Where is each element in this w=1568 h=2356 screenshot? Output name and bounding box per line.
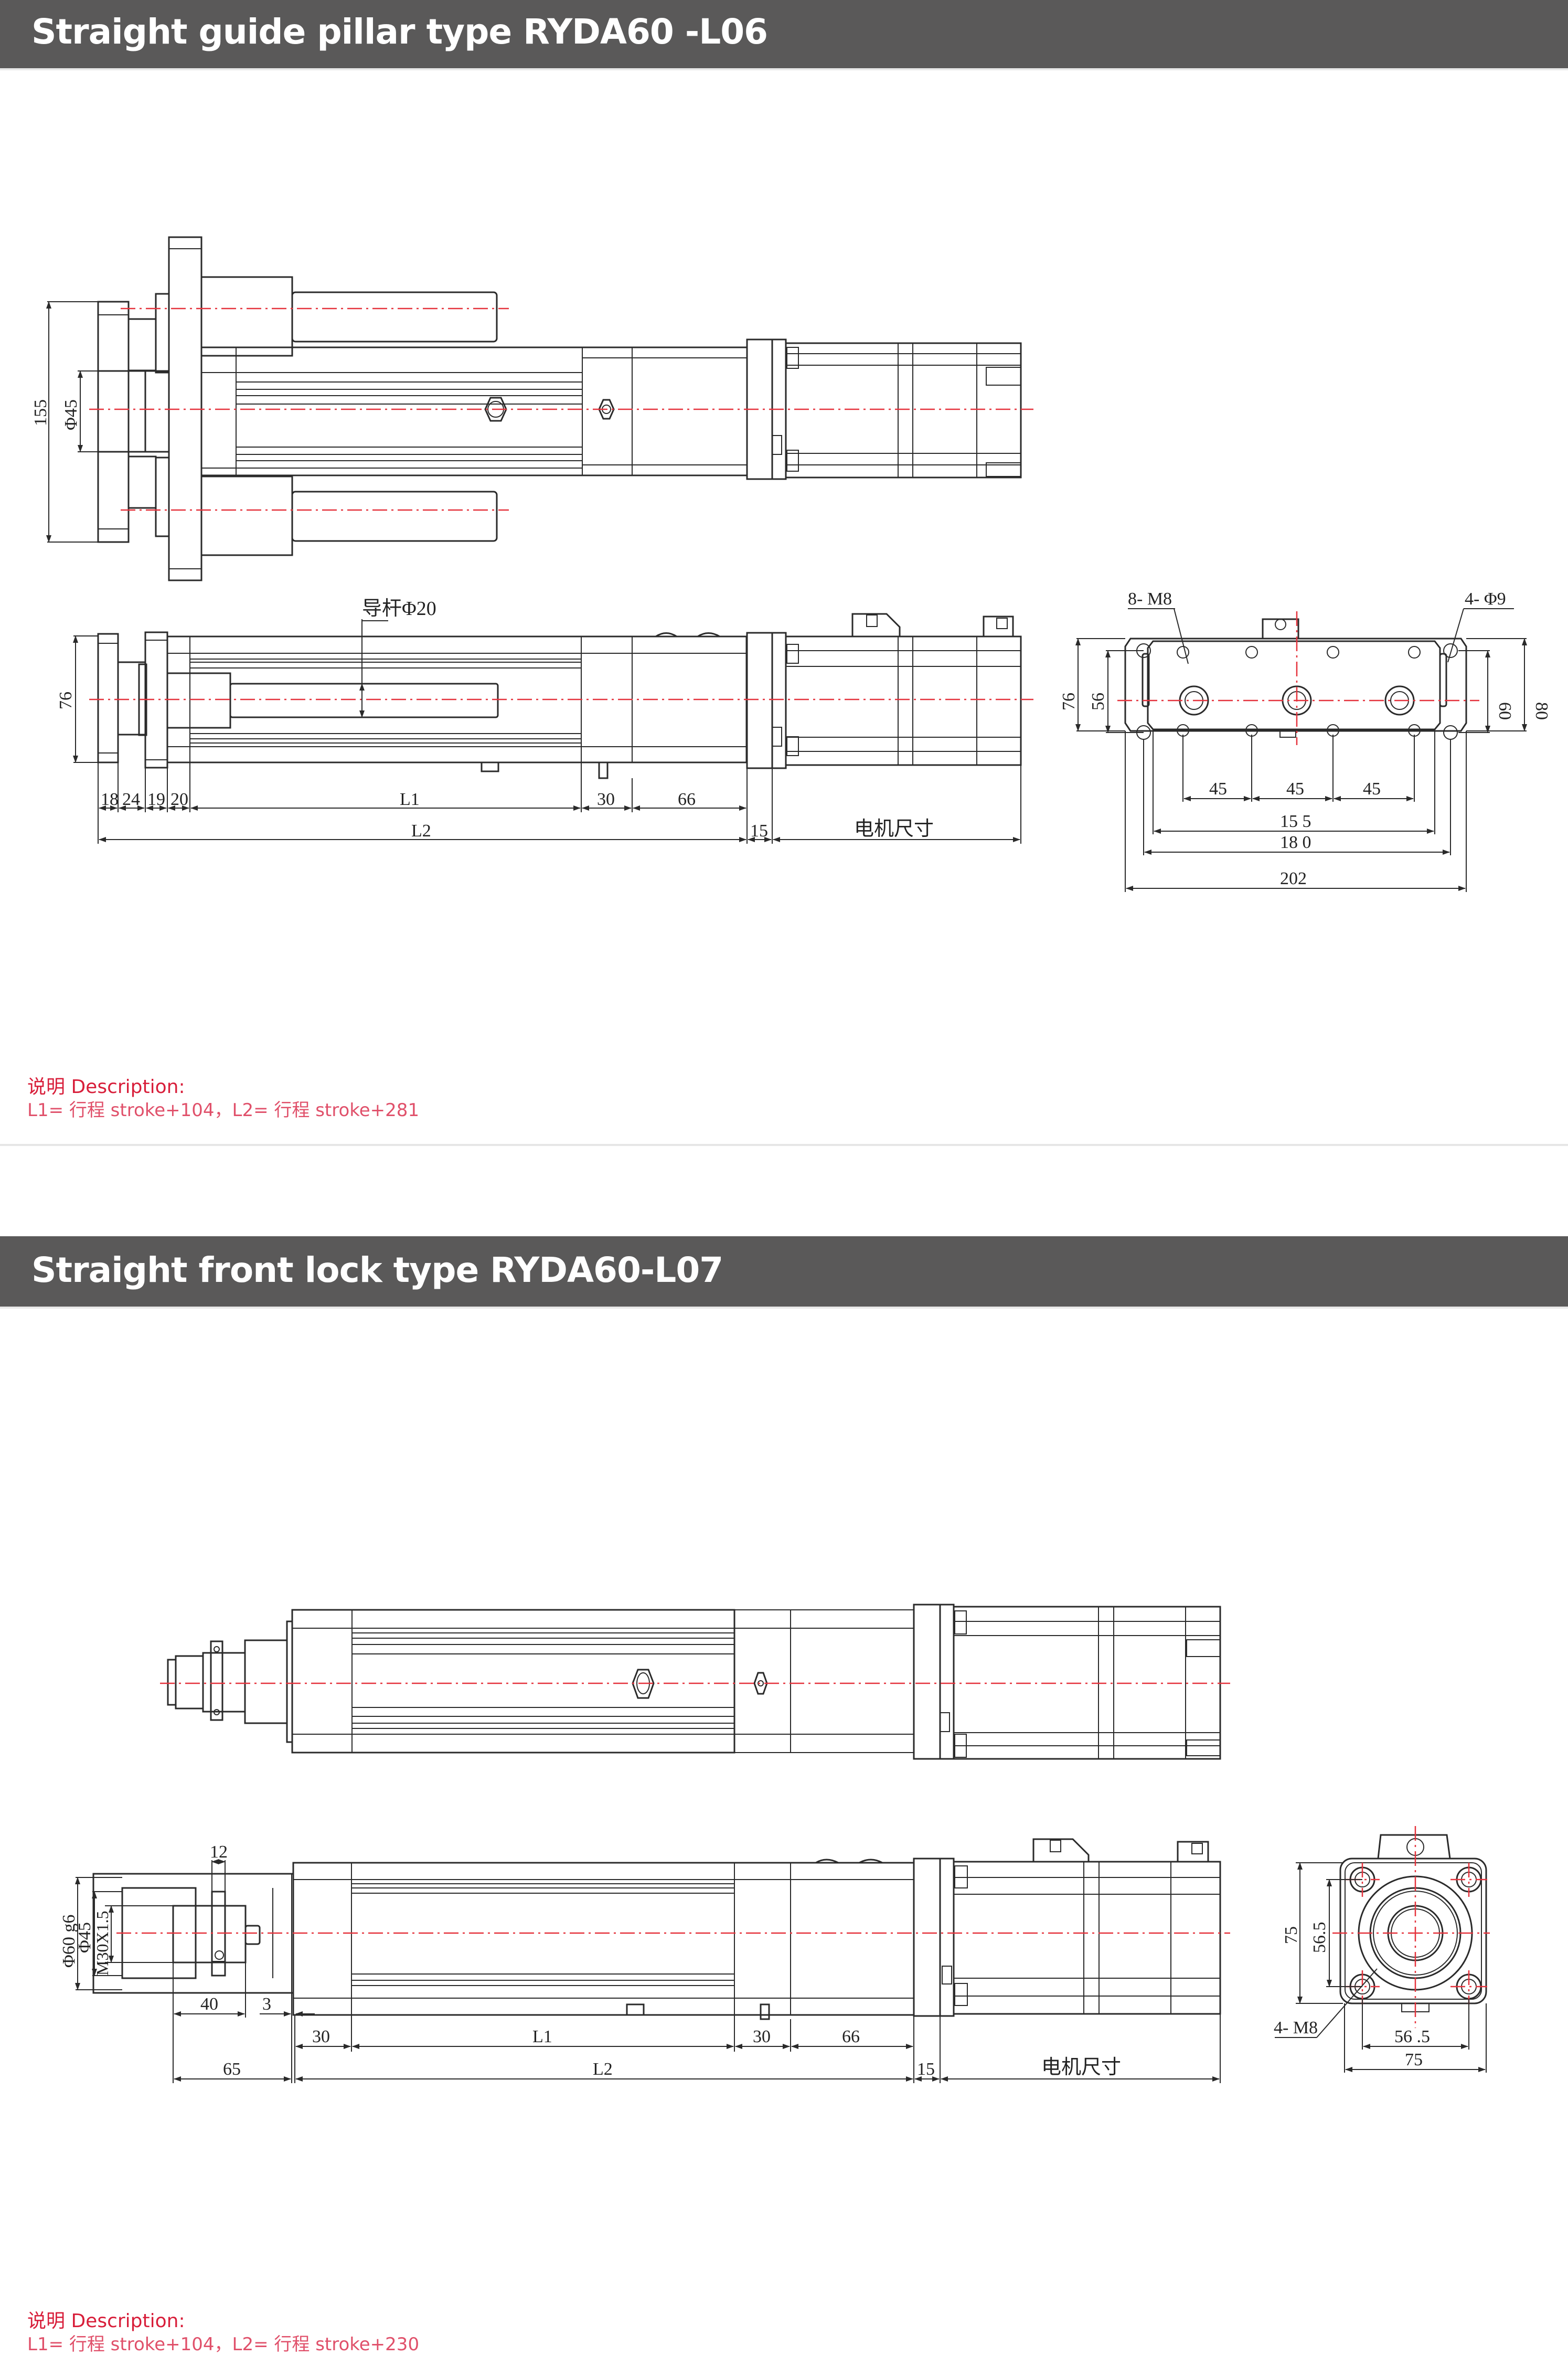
section-header-l06: Straight guide pillar type RYDA60 -L06	[0, 0, 1568, 70]
section-divider	[0, 1144, 1568, 1146]
dim-56-end: 56	[1089, 693, 1108, 710]
side-view-l07: 12 Φ60 g6 Φ45 M30X1.5 40 3	[59, 1838, 1230, 2083]
dim-l2: L2	[411, 821, 431, 841]
dim-thread: M30X1.5	[93, 1911, 112, 1976]
top-view-l06: 155 Φ45	[31, 236, 1033, 581]
dim-18: 18	[101, 790, 119, 809]
description-formula: L1= 行程 stroke+104，L2= 行程 stroke+281	[27, 1100, 420, 1121]
section-title-l07: Straight front lock type RYDA60-L07	[31, 1250, 723, 1290]
end-view-l07: 4- M8 75 56.5 56 .5 75	[1274, 1826, 1490, 2073]
dim-75-horiz: 75	[1405, 2050, 1423, 2070]
dim-40: 40	[200, 1994, 218, 2014]
dim-20: 20	[170, 790, 188, 809]
description-heading-l07: 说明 Description:	[27, 2310, 185, 2332]
dim-motor: 电机尺寸	[854, 818, 934, 840]
dim-l2-l07: L2	[593, 2060, 613, 2079]
dim-75-vert: 75	[1282, 1926, 1301, 1944]
dim-30: 30	[597, 790, 615, 809]
dim-45-c: 45	[1363, 779, 1381, 799]
dim-15-l07: 15	[917, 2060, 935, 2079]
dim-76-side: 76	[56, 692, 76, 709]
dim-3: 3	[262, 1994, 271, 2014]
dim-30-b: 30	[753, 2027, 771, 2046]
top-view-l07	[160, 1604, 1230, 1760]
dim-phi45-side: Φ45	[75, 1922, 94, 1953]
description-l07: 说明 Description: L1= 行程 stroke+104，L2= 行程…	[27, 2310, 419, 2356]
dim-56-5-vert: 56.5	[1310, 1922, 1329, 1954]
description-l06: 说明 Description: L1= 行程 stroke+104，L2= 行程…	[27, 1076, 419, 1122]
section-title-l06: Straight guide pillar type RYDA60 -L06	[31, 12, 768, 52]
description-heading: 说明 Description:	[27, 1076, 185, 1098]
dim-19: 19	[147, 790, 165, 809]
dim-30-a: 30	[312, 2027, 330, 2046]
dim-66-l07: 66	[842, 2027, 860, 2046]
dim-24: 24	[122, 790, 140, 809]
through-holes	[1136, 643, 1458, 740]
dim-60-end: 60	[1495, 702, 1514, 720]
dim-45-a: 45	[1209, 779, 1227, 799]
dim-202-end: 202	[1280, 869, 1307, 888]
label-4-m8: 4- M8	[1274, 2018, 1318, 2037]
dim-phi45-top: Φ45	[61, 399, 81, 430]
dim-65: 65	[223, 2060, 241, 2079]
dim-l1: L1	[400, 790, 420, 809]
dim-66: 66	[678, 790, 696, 809]
dim-180-end: 18 0	[1280, 833, 1311, 852]
dim-80-end: 80	[1532, 702, 1551, 720]
section-header-l07: Straight front lock type RYDA60-L07	[0, 1236, 1568, 1309]
dim-phi60-g6: Φ60 g6	[59, 1915, 79, 1968]
dim-76-end: 76	[1059, 693, 1079, 710]
dim-155: 155	[31, 399, 50, 426]
drawing-l07: 12 Φ60 g6 Φ45 M30X1.5 40 3	[59, 1604, 1490, 2083]
side-view-l06: 导杆Φ20 76 18 24 19 20 L1 30 66	[56, 598, 1033, 844]
dim-155-end: 15 5	[1280, 812, 1311, 831]
dim-12: 12	[210, 1842, 228, 1862]
label-4-phi9: 4- Φ9	[1465, 589, 1506, 609]
dim-56-5-horiz: 56 .5	[1394, 2027, 1430, 2046]
dim-45-b: 45	[1286, 779, 1304, 799]
description-formula-l07: L1= 行程 stroke+104，L2= 行程 stroke+230	[27, 2334, 420, 2355]
dim-motor-l07: 电机尺寸	[1041, 2056, 1121, 2078]
drawing-l06: 155 Φ45	[31, 236, 1551, 892]
dim-l1-l07: L1	[532, 2027, 552, 2046]
dim-guide-rod: 导杆Φ20	[362, 598, 436, 620]
dim-15: 15	[750, 821, 768, 841]
end-view-l06: 8- M8 4- Φ9 76 56 60 80 45 45 45 1	[1059, 589, 1551, 892]
label-8-m8: 8- M8	[1128, 589, 1172, 609]
